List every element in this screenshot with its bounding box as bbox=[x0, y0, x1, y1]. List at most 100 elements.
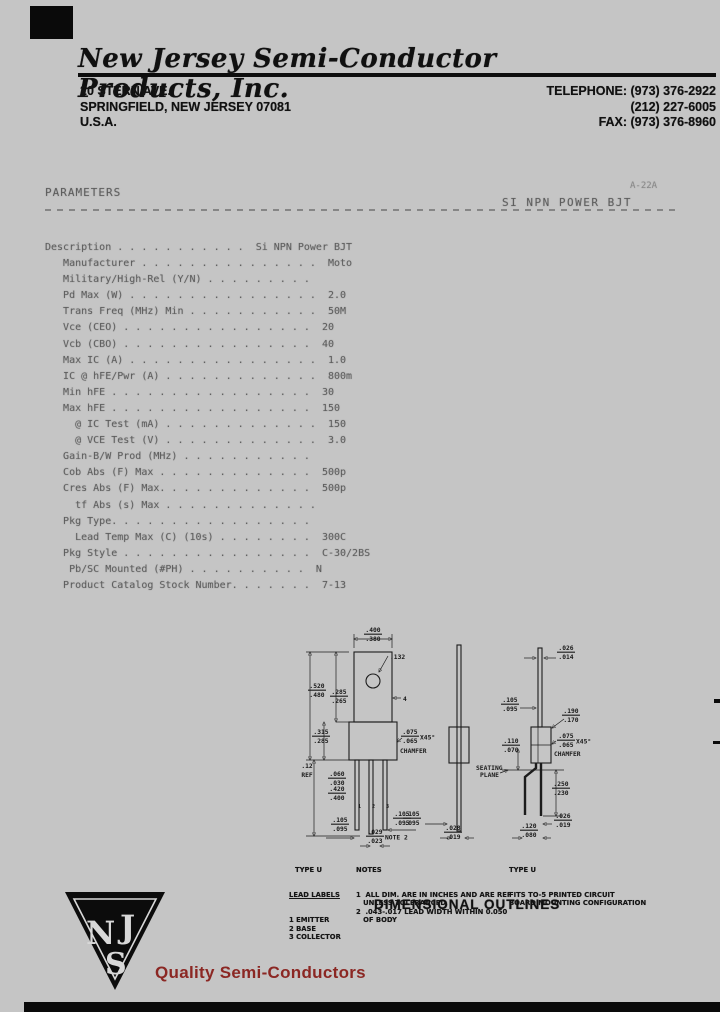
notes-lines: 1 ALL DIM. ARE IN INCHES AND ARE REF UNL… bbox=[356, 891, 516, 925]
dimension-label: .400 .380 bbox=[364, 627, 382, 643]
front-view: .132 4 CHAMFER 1 2 3 .400.380.520.480.28… bbox=[301, 627, 435, 846]
legend-subtitle: LEAD LABELS bbox=[289, 891, 340, 900]
svg-text:.080: .080 bbox=[521, 832, 536, 839]
parameter-row: Max hFE . . . . . . . . . . . . . . . . … bbox=[45, 402, 341, 414]
svg-text:.105: .105 bbox=[332, 817, 347, 824]
parameters-right-note: A-22A bbox=[630, 181, 658, 191]
svg-text:.075: .075 bbox=[402, 729, 417, 736]
scan-artifact-topleft bbox=[30, 6, 73, 39]
dimension-label: .028.019 bbox=[444, 825, 462, 841]
svg-text:.315: .315 bbox=[313, 729, 328, 736]
logo-triangle-inner-border bbox=[72, 898, 158, 981]
parameter-row: Pd Max (W) . . . . . . . . . . . . . . .… bbox=[45, 290, 347, 302]
svg-text:.105: .105 bbox=[502, 697, 517, 704]
parameter-row: Cres Abs (F) Max. . . . . . . . . . . . … bbox=[45, 483, 347, 495]
logo-triangle bbox=[65, 892, 165, 990]
svg-text:.023: .023 bbox=[367, 838, 382, 845]
svg-text:.230: .230 bbox=[553, 790, 568, 797]
parameter-row: Lead Temp Max (C) (10s) . . . . . . . . … bbox=[45, 531, 347, 543]
parameter-row: Vcb (CBO) . . . . . . . . . . . . . . . … bbox=[45, 338, 334, 350]
svg-text:.400: .400 bbox=[365, 627, 380, 634]
lead-number-2: 2 bbox=[372, 804, 375, 810]
parameters-list: Description . . . . . . . . . . . Si NPN… bbox=[45, 240, 525, 594]
parameter-row: @ VCE Test (V) . . . . . . . . . . . . .… bbox=[45, 435, 347, 447]
parameter-row: Vce (CEO) . . . . . . . . . . . . . . . … bbox=[45, 322, 334, 334]
dimension-label: .105 .095 bbox=[403, 811, 421, 827]
type-u-line: BOARD MOUNTING CONFIGURATION bbox=[509, 899, 647, 908]
dimension-label: .060 .030 bbox=[328, 771, 346, 787]
scan-artifact-right-tick-2 bbox=[713, 741, 720, 744]
dimension-label: .420.400 bbox=[328, 786, 346, 802]
svg-text:.095: .095 bbox=[332, 826, 347, 833]
lead-profile-view: .105 .095 .028.019 bbox=[403, 644, 474, 841]
dimension-label: .190 .170 bbox=[562, 708, 580, 724]
tagline: Quality Semi-Conductors bbox=[155, 963, 366, 982]
svg-text:.190: .190 bbox=[563, 708, 578, 715]
header-rule bbox=[78, 73, 716, 77]
svg-text:.095: .095 bbox=[502, 706, 517, 713]
svg-text:.480: .480 bbox=[309, 692, 324, 699]
lead-label-item: 2 BASE bbox=[289, 924, 317, 933]
parameter-row: Military/High-Rel (Y/N) . . . . . . . . … bbox=[45, 274, 310, 286]
svg-text:.095: .095 bbox=[404, 820, 419, 827]
parameter-row: Pb/SC Mounted (#PH) . . . . . . . . . . … bbox=[45, 563, 322, 575]
svg-text:.060: .060 bbox=[329, 771, 344, 778]
svg-text:.026: .026 bbox=[555, 813, 570, 820]
dimension-label: .110.070 bbox=[502, 738, 520, 754]
svg-text:.265: .265 bbox=[331, 698, 346, 705]
svg-text:NOTE 2: NOTE 2 bbox=[385, 835, 408, 842]
seating-plane-label-2: PLANE bbox=[480, 772, 499, 779]
svg-text:.019: .019 bbox=[445, 834, 460, 841]
dimension-label: .105 .095 bbox=[501, 697, 519, 713]
parameter-row: Cob Abs (F) Max . . . . . . . . . . . . … bbox=[45, 467, 347, 479]
parameter-row: Pkg Type. . . . . . . . . . . . . . . . … bbox=[45, 515, 310, 527]
dimension-label: .105 .095 bbox=[331, 817, 349, 833]
parameter-row: Min hFE . . . . . . . . . . . . . . . . … bbox=[45, 386, 334, 398]
legend-title: TYPE U bbox=[295, 865, 323, 874]
svg-text:.400: .400 bbox=[329, 795, 344, 802]
scan-artifact-bottom-bar bbox=[24, 1002, 720, 1012]
svg-text:.030: .030 bbox=[329, 780, 344, 787]
dimension-label: .026.014 bbox=[557, 645, 575, 661]
svg-text:.170: .170 bbox=[563, 717, 578, 724]
address-line: 20 STERN AVE. bbox=[80, 84, 171, 98]
front-chamfer-label: CHAMFER bbox=[400, 748, 427, 755]
svg-text:.285: .285 bbox=[313, 738, 328, 745]
parameter-row: Manufacturer . . . . . . . . . . . . . .… bbox=[45, 258, 353, 270]
note-line: OF BODY bbox=[356, 916, 397, 925]
device-type-heading: SI NPN POWER BJT bbox=[502, 196, 632, 209]
dimension-label: .026.019 bbox=[554, 813, 572, 829]
logo-letter-s: S bbox=[105, 947, 127, 982]
side-chamfer-label: CHAMFER bbox=[554, 751, 581, 758]
parameter-row: Gain-B/W Prod (MHz) . . . . . . . . . . … bbox=[45, 451, 310, 463]
logo-letter-j: J bbox=[117, 908, 135, 946]
lead-label-item: 3 COLLECTOR bbox=[289, 933, 341, 942]
front-dimensions: .400.380.520.480.285.265.315.285.12REF.0… bbox=[301, 627, 435, 845]
parameter-row: Description . . . . . . . . . . . Si NPN… bbox=[45, 242, 353, 253]
notes-title: NOTES bbox=[356, 865, 382, 874]
svg-text:REF: REF bbox=[301, 772, 313, 779]
contact-line: FAX: (973) 376-8960 bbox=[598, 115, 716, 129]
svg-text:.250: .250 bbox=[553, 781, 568, 788]
svg-text:.029: .029 bbox=[367, 829, 382, 836]
lead-number-1: 1 bbox=[358, 804, 361, 810]
parameter-row: Pkg Style . . . . . . . . . . . . . . . … bbox=[45, 547, 371, 559]
dimension-label: .520.480 bbox=[308, 683, 326, 699]
njs-logo: N J S bbox=[65, 892, 165, 990]
svg-text:.380: .380 bbox=[365, 636, 380, 643]
dimension-label: .120.080 bbox=[520, 823, 538, 839]
svg-text:.105: .105 bbox=[394, 811, 409, 818]
svg-text:.105: .105 bbox=[404, 811, 419, 818]
parameter-row: Trans Freq (MHz) Min . . . . . . . . . .… bbox=[45, 306, 347, 318]
package-outline-drawing: .132 4 CHAMFER 1 2 3 .400.380.520.480.28… bbox=[301, 627, 591, 852]
front-tab-note: 4 bbox=[403, 696, 407, 703]
dimension-label: .285.265 bbox=[330, 689, 348, 705]
scan-artifact-right-tick-1 bbox=[714, 699, 720, 703]
company-logotype: New Jersey Semi-Conductor Products, Inc. bbox=[78, 44, 497, 104]
